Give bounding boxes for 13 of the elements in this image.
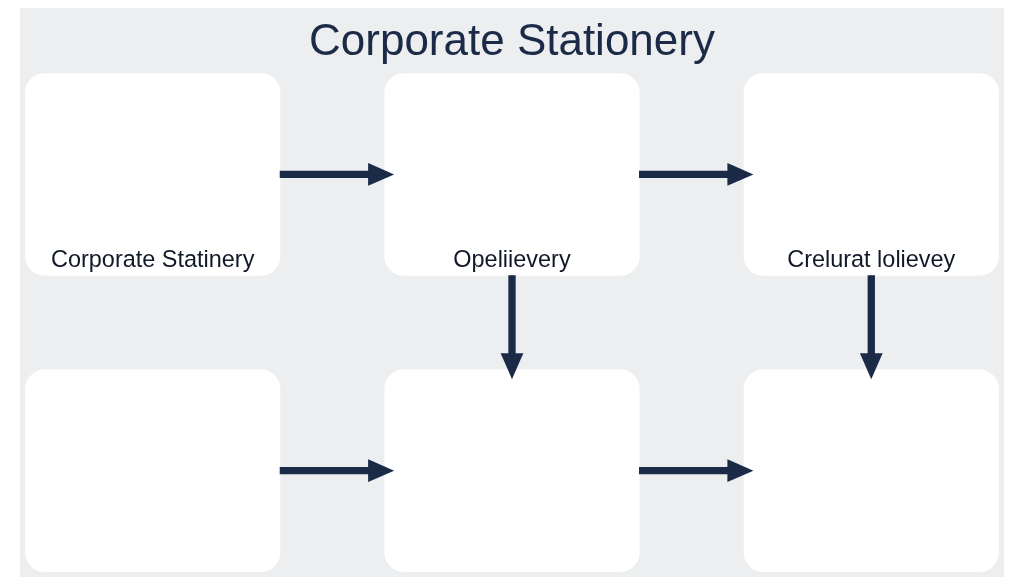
arrow — [279, 163, 395, 186]
node-box — [384, 369, 640, 572]
diagram-title: Corporate Stationery — [309, 14, 715, 64]
arrow — [639, 163, 754, 186]
node-box: Crelurat lolievey — [743, 73, 999, 276]
node-box — [743, 369, 999, 572]
node-box: Opeliievery — [384, 73, 640, 276]
arrow — [500, 275, 524, 380]
arrow — [639, 459, 754, 483]
node-box: Corporate Statinery — [25, 73, 281, 276]
arrow — [279, 459, 395, 483]
node-box — [25, 369, 281, 572]
arrow — [859, 275, 883, 380]
